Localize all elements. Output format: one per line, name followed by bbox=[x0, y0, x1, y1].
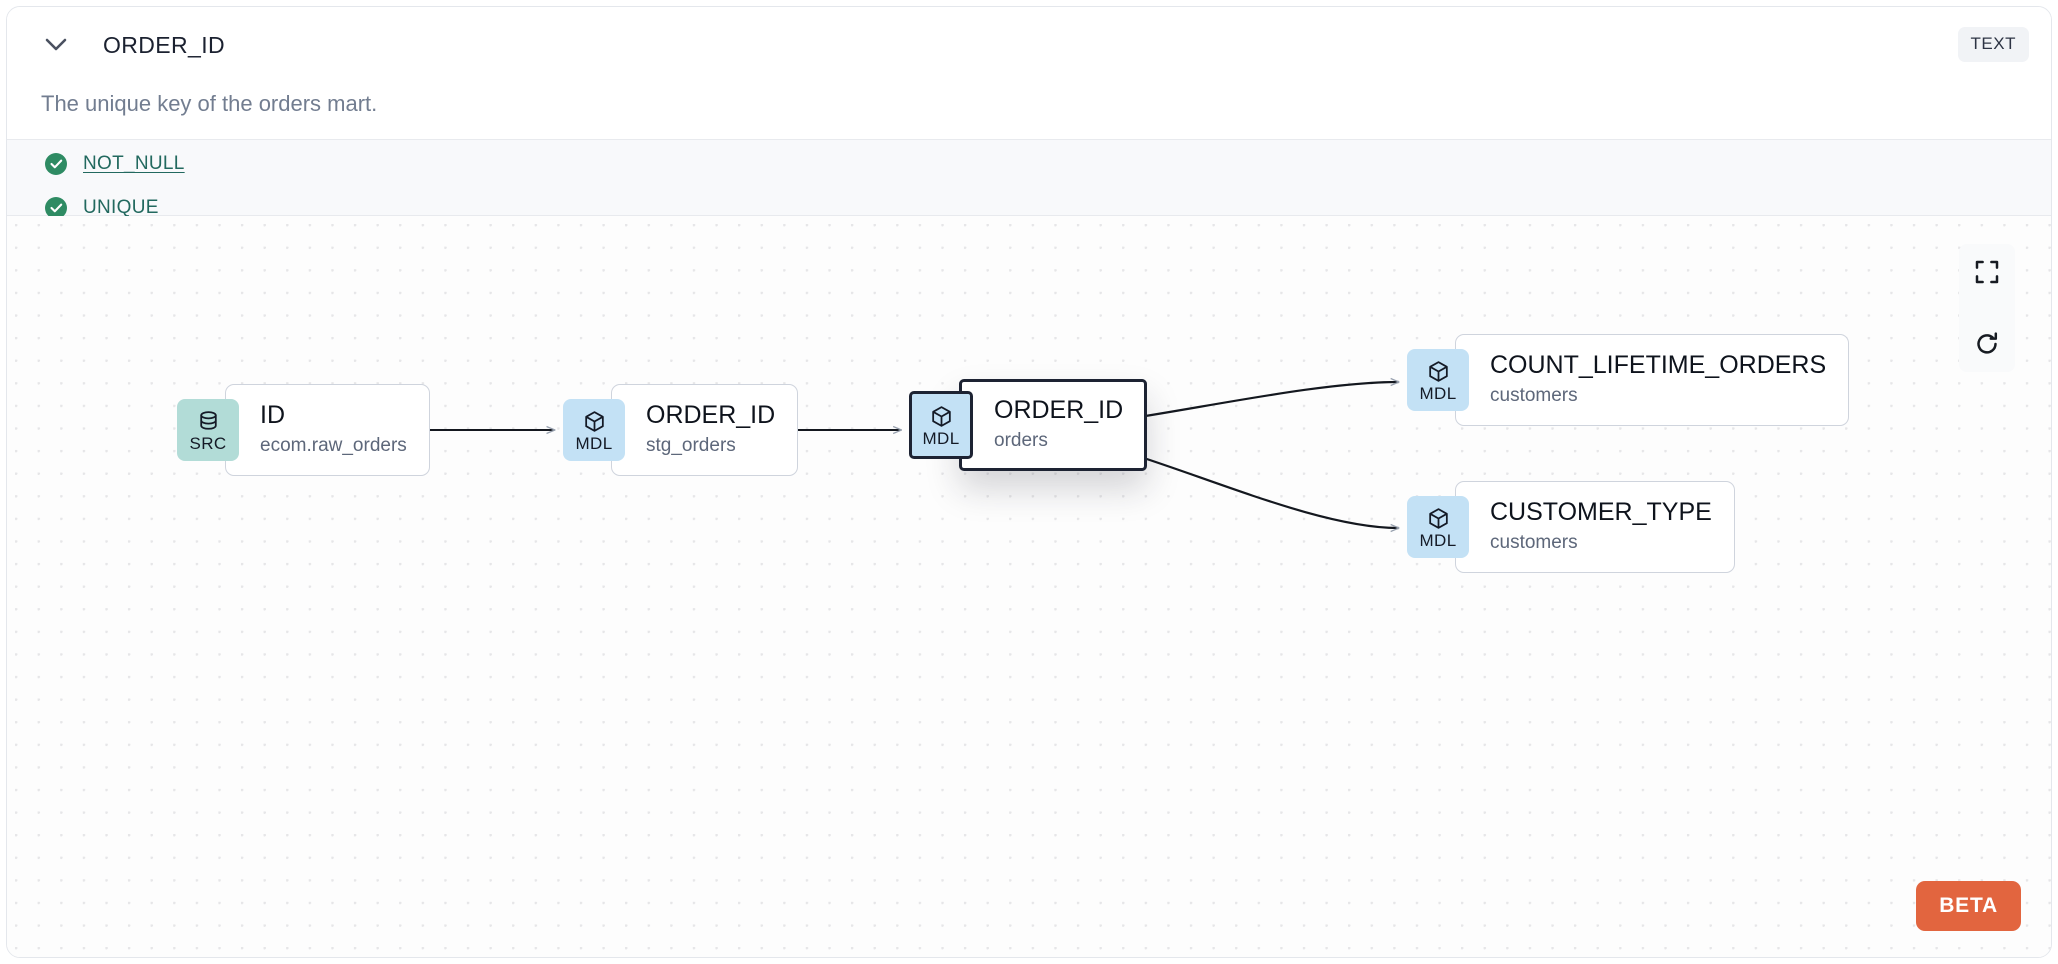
fullscreen-icon bbox=[1975, 260, 1999, 284]
refresh-icon bbox=[1977, 332, 1998, 354]
node-card: COUNT_LIFETIME_ORDERS customers bbox=[1455, 334, 1850, 426]
mdl-badge: MDL bbox=[1407, 496, 1469, 558]
chevron-down-icon[interactable] bbox=[35, 25, 77, 65]
test-row: NOT_NULL bbox=[45, 149, 2051, 179]
lineage-node-stg-order-id[interactable]: MDL ORDER_ID stg_orders bbox=[563, 384, 799, 476]
mdl-badge: MDL bbox=[909, 391, 973, 459]
lineage-node-orders-order-id[interactable]: MDL ORDER_ID orders bbox=[909, 379, 1148, 471]
node-subtitle: customers bbox=[1490, 531, 1578, 553]
lineage-edges bbox=[391, 216, 2051, 957]
node-subtitle: stg_orders bbox=[646, 434, 736, 456]
page-title: ORDER_ID bbox=[103, 31, 226, 58]
cube-icon bbox=[1428, 507, 1448, 529]
fit-view-button[interactable] bbox=[1959, 244, 2015, 300]
node-card: ORDER_ID stg_orders bbox=[611, 384, 799, 476]
column-detail-panel: ORDER_ID TEXT The unique key of the orde… bbox=[6, 6, 2052, 958]
canvas-controls bbox=[1959, 244, 2015, 372]
database-icon bbox=[199, 410, 217, 430]
test-link-not-null[interactable]: NOT_NULL bbox=[83, 153, 185, 174]
lineage-node-count-lifetime-orders[interactable]: MDL COUNT_LIFETIME_ORDERS customers bbox=[1407, 334, 1850, 426]
node-card: ORDER_ID orders bbox=[959, 379, 1148, 471]
node-subtitle: orders bbox=[994, 429, 1048, 451]
node-subtitle: customers bbox=[1490, 384, 1578, 406]
column-tests-section: NOT_NULL UNIQUE bbox=[7, 140, 2051, 219]
test-link-unique[interactable]: UNIQUE bbox=[83, 197, 159, 218]
badge-label: SRC bbox=[189, 433, 227, 453]
column-header: ORDER_ID TEXT The unique key of the orde… bbox=[7, 7, 2051, 140]
node-name: ORDER_ID bbox=[646, 400, 776, 429]
node-name: CUSTOMER_TYPE bbox=[1490, 497, 1712, 526]
lineage-canvas[interactable]: SRC ID ecom.raw_orders MDL ORDER_ID stg_… bbox=[7, 216, 2051, 957]
column-header-row: ORDER_ID bbox=[7, 25, 2051, 65]
check-circle-icon bbox=[45, 197, 67, 219]
lineage-node-src-id[interactable]: SRC ID ecom.raw_orders bbox=[177, 384, 430, 476]
src-badge: SRC bbox=[177, 399, 239, 461]
beta-badge[interactable]: BETA bbox=[1916, 881, 2021, 931]
node-name: COUNT_LIFETIME_ORDERS bbox=[1490, 350, 1827, 379]
node-name: ID bbox=[260, 400, 285, 429]
badge-label: MDL bbox=[575, 433, 613, 453]
node-name: ORDER_ID bbox=[994, 395, 1124, 424]
node-card: CUSTOMER_TYPE customers bbox=[1455, 481, 1735, 573]
cube-icon bbox=[1428, 360, 1448, 382]
reset-button[interactable] bbox=[1959, 316, 2015, 372]
column-type-badge[interactable]: TEXT bbox=[1957, 27, 2029, 62]
badge-label: MDL bbox=[1419, 530, 1457, 550]
lineage-node-customer-type[interactable]: MDL CUSTOMER_TYPE customers bbox=[1407, 481, 1735, 573]
mdl-badge: MDL bbox=[1407, 349, 1469, 411]
check-circle-icon bbox=[45, 153, 67, 175]
badge-label: MDL bbox=[1419, 383, 1457, 403]
cube-icon bbox=[931, 405, 951, 427]
test-row: UNIQUE bbox=[45, 193, 2051, 223]
column-description: The unique key of the orders mart. bbox=[41, 91, 378, 116]
node-card: ID ecom.raw_orders bbox=[225, 384, 430, 476]
node-subtitle: ecom.raw_orders bbox=[260, 434, 407, 456]
mdl-badge: MDL bbox=[563, 399, 625, 461]
badge-label: MDL bbox=[922, 428, 960, 448]
cube-icon bbox=[584, 410, 604, 432]
